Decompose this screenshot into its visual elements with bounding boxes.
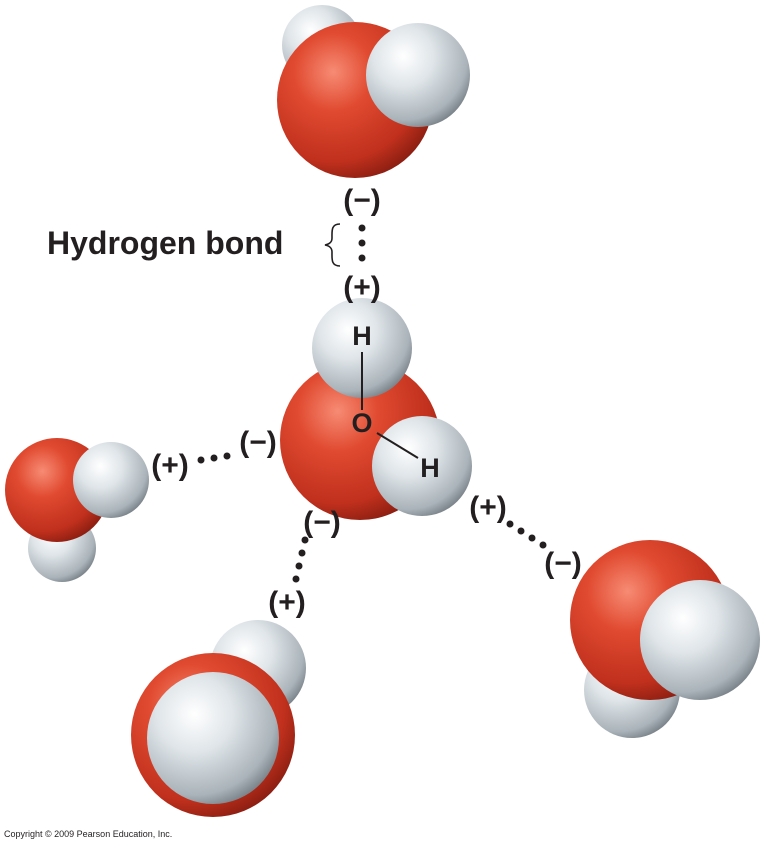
- water-molecule-top: [277, 5, 470, 178]
- hydrogen-atom: [366, 23, 470, 127]
- partial-negative-bottom: (−): [303, 506, 341, 539]
- hydrogen-atom: [640, 580, 760, 700]
- partial-positive-right: (+): [469, 491, 507, 524]
- water-molecule-center: H O H: [280, 298, 472, 520]
- covalent-bond-line: [376, 432, 419, 459]
- partial-positive-top: (+): [343, 271, 381, 304]
- hydrogen-label-top: H: [352, 321, 372, 351]
- partial-negative-left: (−): [239, 426, 277, 459]
- hydrogen-atom: [312, 298, 412, 398]
- oxygen-label: O: [351, 408, 372, 438]
- partial-negative-right: (−): [544, 547, 582, 580]
- brace-icon: [324, 223, 341, 267]
- hydrogen-atom: [147, 672, 279, 804]
- hydrogen-atom: [372, 416, 472, 516]
- hydrogen-bond-label: Hydrogen bond: [47, 225, 283, 261]
- partial-positive-left: (+): [151, 449, 189, 482]
- water-molecule-left: [5, 438, 149, 582]
- hydrogen-bond-dots: [197, 224, 547, 583]
- water-molecule-bottom-left: [131, 620, 306, 817]
- copyright-notice: Copyright © 2009 Pearson Education, Inc.: [4, 829, 172, 839]
- partial-negative-top: (−): [343, 184, 381, 217]
- water-molecule-bottom-right: [570, 540, 760, 738]
- hydrogen-atom: [73, 442, 149, 518]
- partial-positive-bottom: (+): [268, 586, 306, 619]
- hydrogen-label-right: H: [420, 453, 440, 483]
